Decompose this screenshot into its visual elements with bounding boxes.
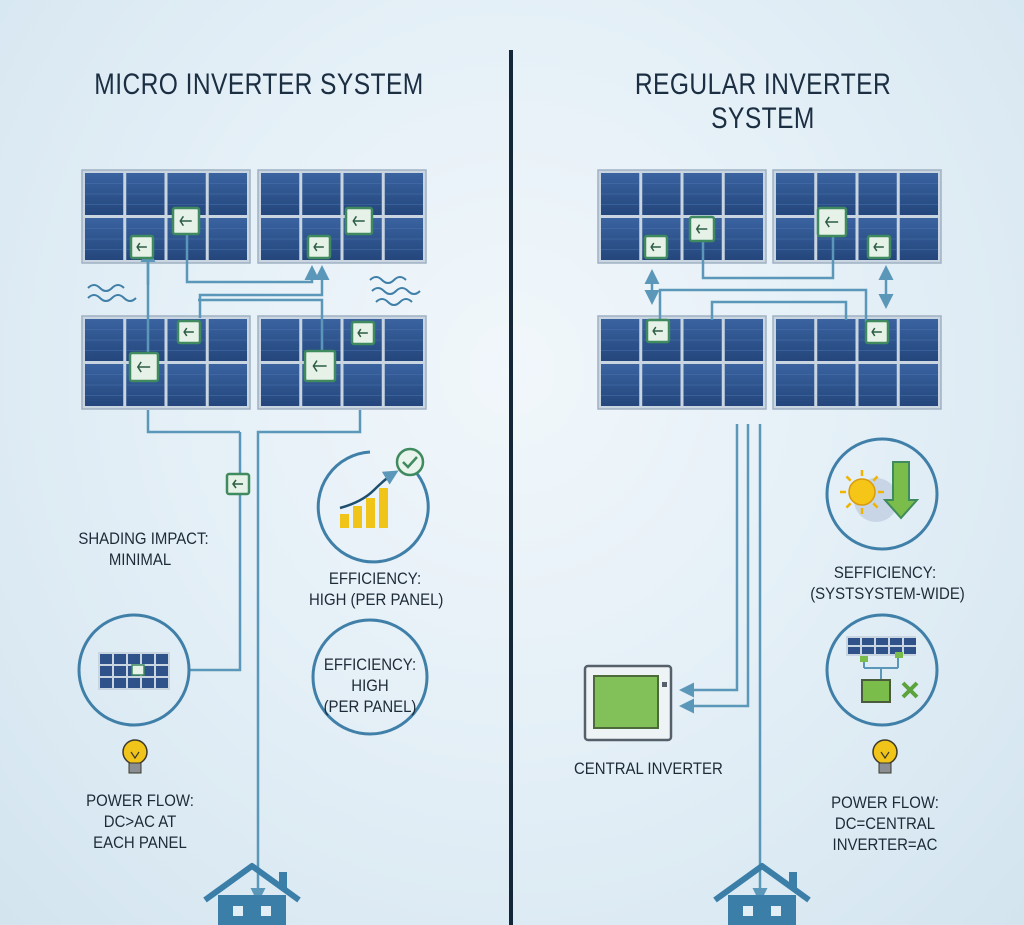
regular-wiring xyxy=(644,230,894,903)
solar-panel-4 xyxy=(257,315,427,410)
checkmark-icon xyxy=(395,447,425,477)
efficiency-label-1: EFFICIENCY: HIGH (PER PANEL) xyxy=(309,568,444,610)
efficiency-heading: SEFFICIENCY: xyxy=(833,563,937,582)
wave-icon xyxy=(87,276,421,306)
micro-power-flow-label: POWER FLOW: DC>AC AT EACH PANEL xyxy=(78,790,201,853)
efficiency-heading: EFFICIENCY: xyxy=(323,655,417,674)
regular-system-title: REGULAR INVERTER SYSTEM xyxy=(634,68,892,135)
house-icon xyxy=(713,863,811,925)
micro-inverter-icon xyxy=(171,206,201,236)
sun-icon xyxy=(825,437,939,551)
micro-inverter-icon xyxy=(688,215,716,243)
efficiency-heading: EFFICIENCY: xyxy=(328,569,422,588)
power-flow-line-1: DC>AC AT xyxy=(103,812,177,831)
power-flow-heading: POWER FLOW: xyxy=(831,793,939,812)
shaded-panel-icon xyxy=(825,613,939,727)
solar-panel-2 xyxy=(257,169,427,264)
shading-impact-label: SHADING IMPACT: MINIMAL xyxy=(78,528,209,570)
solar-panel-1 xyxy=(81,169,251,264)
micro-inverter-icon xyxy=(864,319,890,345)
micro-inverter-icon xyxy=(176,319,202,345)
shading-impact-heading: SHADING IMPACT: xyxy=(78,529,209,548)
efficiency-circle xyxy=(311,618,429,736)
power-flow-heading: POWER FLOW: xyxy=(86,791,194,810)
efficiency-value: HIGH xyxy=(351,676,389,695)
micro-inverter-icon xyxy=(128,351,160,383)
micro-inverter-icon xyxy=(866,234,892,260)
micro-inverter-icon xyxy=(306,234,332,260)
junction-box-group xyxy=(643,206,892,345)
efficiency-value-detail: (PER PANEL) xyxy=(323,697,417,716)
efficiency-chart-icon xyxy=(316,447,430,564)
power-flow-line-2: INVERTER=AC xyxy=(832,835,938,854)
micro-system-title: MICRO INVERTER SYSTEM xyxy=(94,68,424,101)
power-flow-line-2: EACH PANEL xyxy=(93,833,187,852)
central-inverter-label: CENTRAL INVERTER xyxy=(574,759,723,778)
solar-panel-1 xyxy=(597,169,767,264)
efficiency-label-2: EFFICIENCY: HIGH (PER PANEL) xyxy=(308,654,431,717)
lightbulb-icon xyxy=(122,739,148,774)
house-icon xyxy=(203,863,301,925)
efficiency-value: (SYSTSYSTEM-WIDE) xyxy=(810,584,965,603)
micro-inverter-icon xyxy=(303,349,337,383)
central-inverter-icon xyxy=(583,664,673,742)
micro-inverter-icon xyxy=(129,234,155,260)
solar-panel-icon xyxy=(77,613,191,727)
solar-panel-3 xyxy=(81,315,251,410)
micro-inverter-icon xyxy=(350,320,376,346)
micro-inverter-icon xyxy=(344,206,374,236)
micro-inverter-icon xyxy=(643,234,669,260)
micro-inverter-icon xyxy=(816,206,848,238)
efficiency-value: HIGH (PER PANEL) xyxy=(309,590,444,609)
micro-wiring xyxy=(140,232,362,903)
down-arrow-icon xyxy=(882,461,920,520)
regular-power-flow-label: POWER FLOW: DC=CENTRAL INVERTER=AC xyxy=(819,792,951,855)
center-divider xyxy=(509,50,513,925)
solar-panel-2 xyxy=(772,169,942,264)
micro-inverter-group xyxy=(128,206,376,383)
solar-panel-3 xyxy=(597,315,767,410)
system-efficiency-label: SEFFICIENCY: (SYSTSYSTEM-WIDE) xyxy=(810,562,965,604)
solar-panel-4 xyxy=(772,315,942,410)
micro-inverter-icon xyxy=(645,318,671,344)
micro-inverter-icon xyxy=(225,472,251,496)
lightbulb-icon xyxy=(872,739,898,774)
power-flow-line-1: DC=CENTRAL xyxy=(834,814,936,833)
shading-impact-value: MINIMAL xyxy=(108,550,172,569)
